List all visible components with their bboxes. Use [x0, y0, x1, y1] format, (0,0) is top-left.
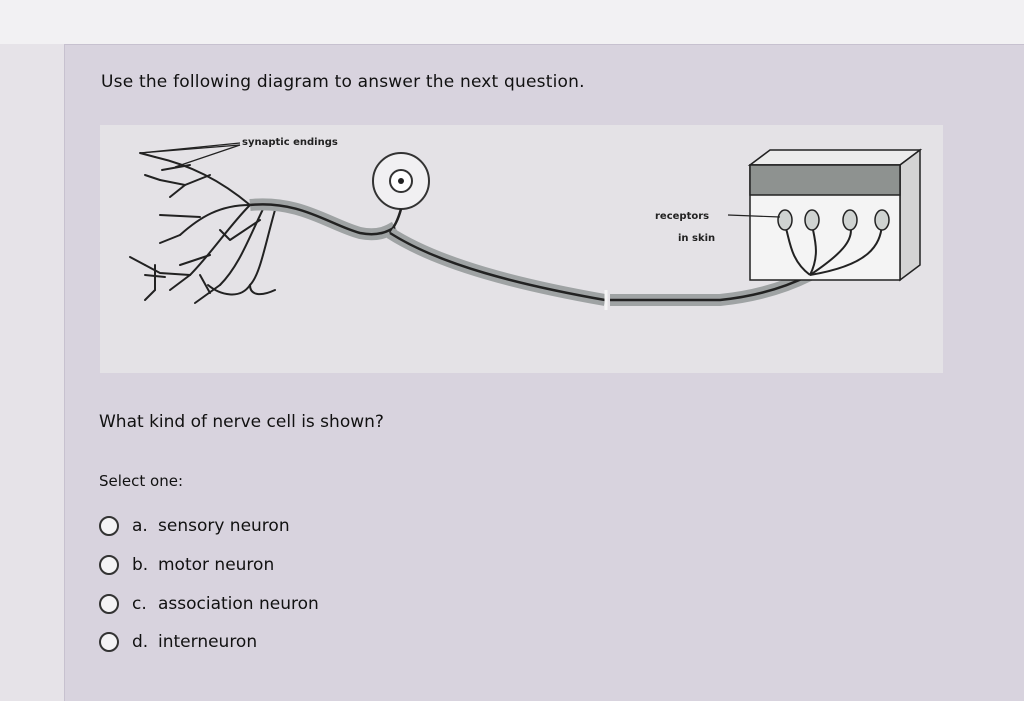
option-label: sensory neuron [158, 516, 290, 536]
radio-b[interactable] [99, 555, 119, 575]
option-letter: a. [132, 516, 148, 536]
instruction-text: Use the following diagram to answer the … [101, 72, 585, 92]
radio-a[interactable] [99, 516, 119, 536]
option-d[interactable]: d. interneuron [99, 628, 419, 656]
option-label: motor neuron [158, 555, 275, 575]
label-receptors: receptors [655, 211, 710, 222]
radio-d[interactable] [99, 632, 119, 652]
radio-c[interactable] [99, 594, 119, 614]
option-letter: c. [132, 594, 147, 614]
label-in-skin: in skin [678, 233, 716, 244]
neuron-diagram: synaptic endings receptors in skin [100, 125, 943, 373]
select-one-label: Select one: [99, 472, 184, 490]
option-a[interactable]: a. sensory neuron [99, 512, 419, 540]
question-text: What kind of nerve cell is shown? [99, 412, 384, 432]
option-c[interactable]: c. association neuron [99, 590, 419, 618]
option-letter: d. [132, 632, 149, 652]
label-synaptic-endings: synaptic endings [242, 137, 338, 148]
option-letter: b. [132, 555, 149, 575]
neuron-illustration [129, 142, 923, 310]
option-label: interneuron [158, 632, 258, 652]
option-label: association neuron [158, 594, 319, 614]
option-b[interactable]: b. motor neuron [99, 551, 419, 579]
top-strip [0, 0, 1024, 44]
